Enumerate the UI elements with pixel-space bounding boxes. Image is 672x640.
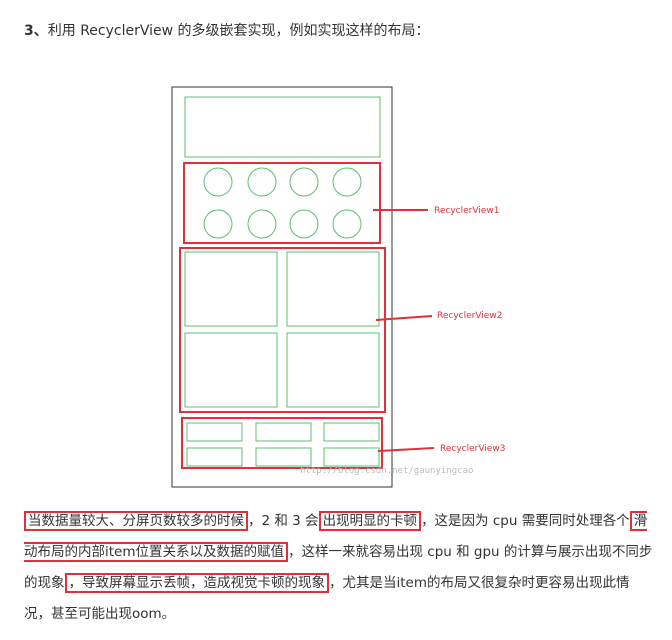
circle-item bbox=[289, 209, 319, 239]
highlight-nested-layout: 滑动布局的内部item位置关系以及数据的赋值 bbox=[24, 511, 648, 562]
circle-item bbox=[332, 167, 362, 197]
row-cell bbox=[323, 447, 380, 467]
text-segment: ，这样一来就容易出现 cpu 和 gpu 的计算与展示出现不同步的现象 bbox=[24, 544, 653, 591]
grid-tile bbox=[286, 251, 380, 327]
circle-item bbox=[247, 209, 277, 239]
recyclerview3-frame bbox=[181, 417, 383, 469]
watermark: http://blog.csdn.net/gaunyingcao bbox=[300, 466, 473, 476]
arrow-line-3 bbox=[377, 447, 435, 452]
text-segment: ，尤其是当item的布局又很复杂时更容易出现此情况，甚至可能出现oom。 bbox=[24, 575, 630, 622]
header-block bbox=[184, 96, 381, 158]
section-heading: 3、利用 RecyclerView 的多级嵌套实现，例如实现这样的布局： bbox=[24, 20, 430, 40]
text-segment: ，这是因为 cpu 需要同时处理各个 bbox=[421, 513, 630, 529]
phone-frame bbox=[171, 86, 393, 488]
grid-tile bbox=[286, 332, 380, 408]
row-cell bbox=[255, 422, 312, 442]
circle-item bbox=[203, 209, 233, 239]
highlight-frame-drop: ，导致屏幕显示丢帧，造成视觉卡顿的现象 bbox=[64, 573, 329, 593]
layout-diagram: RecyclerView1 RecyclerView2 RecyclerView… bbox=[171, 86, 505, 488]
highlight-lag: 出现明显的卡顿 bbox=[318, 511, 422, 531]
grid-tile bbox=[184, 332, 278, 408]
grid-tile bbox=[184, 251, 278, 327]
highlight-large-data: 当数据量较大、分屏页数较多的时候 bbox=[24, 511, 248, 531]
text-segment: ，2 和 3 会 bbox=[248, 513, 319, 529]
circle-item bbox=[203, 167, 233, 197]
recyclerview2-tiles bbox=[184, 251, 380, 408]
recyclerview2-frame bbox=[179, 247, 386, 413]
section-number: 3、 bbox=[24, 23, 48, 39]
recyclerview3-cells bbox=[186, 422, 380, 467]
arrow-line-2 bbox=[375, 315, 433, 321]
circle-item bbox=[332, 209, 362, 239]
row-cell bbox=[323, 422, 380, 442]
recyclerview1-circles bbox=[203, 167, 362, 239]
row-cell bbox=[255, 447, 312, 467]
section-title: 利用 RecyclerView 的多级嵌套实现，例如实现这样的布局： bbox=[47, 23, 430, 39]
recyclerview2-label: RecyclerView2 bbox=[437, 311, 502, 321]
recyclerview1-label: RecyclerView1 bbox=[434, 206, 499, 216]
description-paragraph: 当数据量较大、分屏页数较多的时候，2 和 3 会出现明显的卡顿，这是因为 cpu… bbox=[24, 506, 656, 630]
circle-item bbox=[247, 167, 277, 197]
row-cell bbox=[186, 422, 243, 442]
recyclerview1-frame bbox=[183, 162, 381, 244]
circle-item bbox=[289, 167, 319, 197]
row-cell bbox=[186, 447, 243, 467]
recyclerview3-label: RecyclerView3 bbox=[440, 444, 505, 454]
